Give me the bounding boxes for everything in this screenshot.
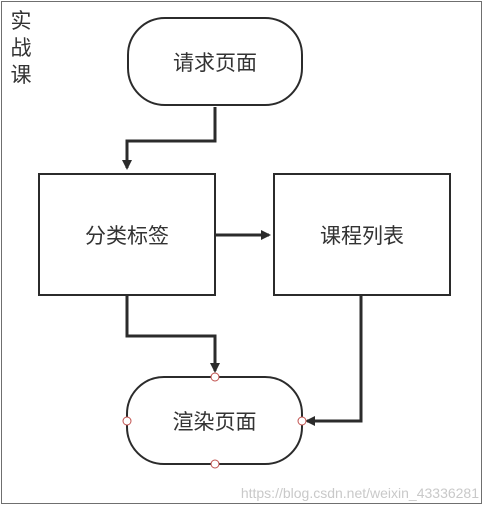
edge-request-to-category xyxy=(122,107,217,170)
connection-point-top xyxy=(210,372,220,382)
connection-point-left xyxy=(122,416,132,426)
vertical-title-char: 战 xyxy=(10,36,32,60)
watermark: https://blog.csdn.net/weixin_43336281 xyxy=(240,485,479,501)
vertical-title: 实 战 课 xyxy=(10,8,32,89)
node-category-tags: 分类标签 xyxy=(38,173,216,296)
vertical-title-char: 课 xyxy=(10,63,32,87)
vertical-title-char: 实 xyxy=(10,9,32,33)
node-request-page: 请求页面 xyxy=(127,17,303,106)
node-render-page: 渲染页面 xyxy=(126,376,303,465)
node-category-tags-label: 分类标签 xyxy=(85,223,169,248)
node-request-page-label: 请求页面 xyxy=(173,50,257,75)
edge-course-to-render xyxy=(305,296,363,426)
connection-point-right xyxy=(297,416,307,426)
node-render-page-label: 渲染页面 xyxy=(172,409,257,434)
edge-category-to-render xyxy=(125,296,220,373)
connection-point-bottom xyxy=(210,459,220,469)
node-course-list: 课程列表 xyxy=(273,173,451,296)
node-course-list-label: 课程列表 xyxy=(320,223,404,248)
